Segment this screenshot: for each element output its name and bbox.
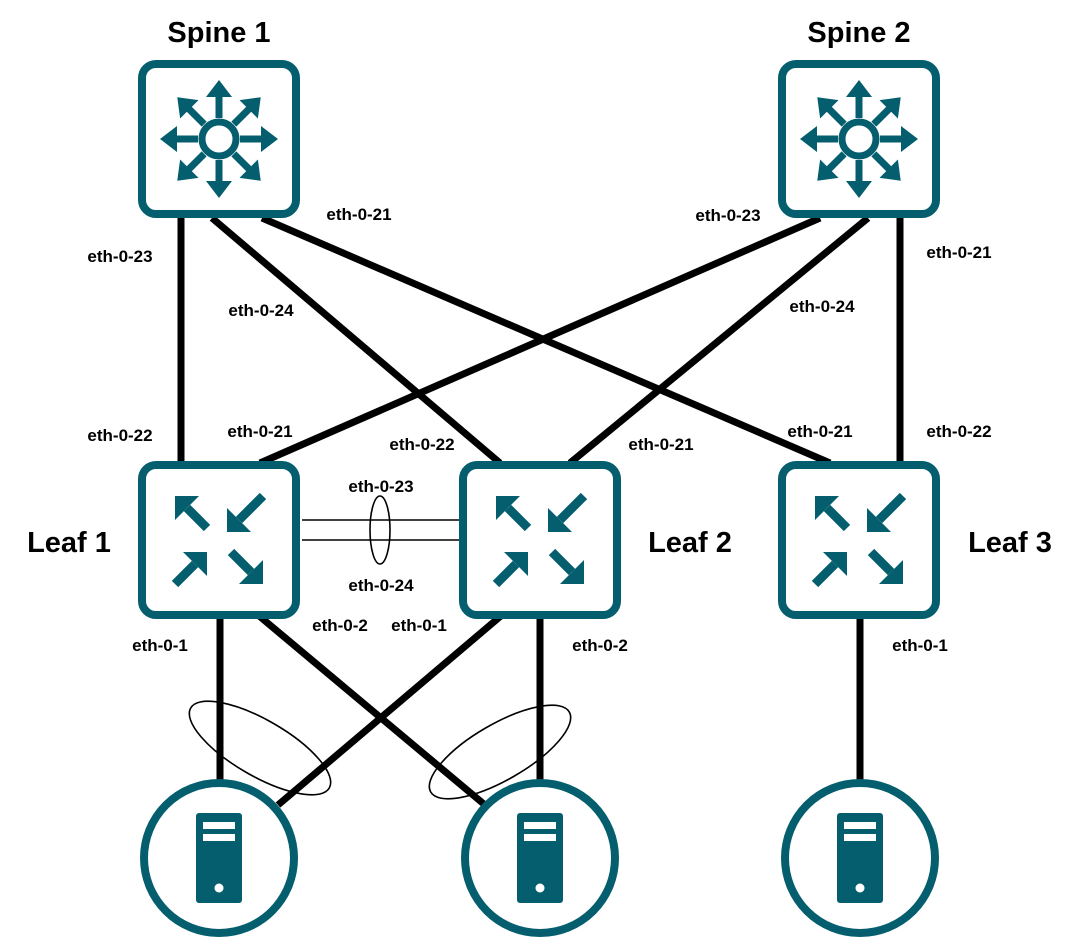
port-label: eth-0-21 (628, 435, 693, 454)
server2-lag-ring (428, 704, 572, 800)
leaf1-switch[interactable] (138, 461, 300, 619)
server-icon (196, 813, 242, 903)
leaf1-label: Leaf 1 (27, 527, 111, 559)
port-label: eth-0-22 (87, 426, 152, 445)
port-label: eth-0-2 (572, 636, 628, 655)
server2[interactable] (461, 779, 619, 937)
port-label: eth-0-21 (326, 205, 391, 224)
port-label: eth-0-21 (787, 422, 852, 441)
spine1-label: Spine 1 (167, 17, 270, 49)
link-spine1-leaf2[interactable] (209, 215, 503, 466)
server3[interactable] (781, 779, 939, 937)
port-label: eth-0-23 (348, 477, 413, 496)
link-leaf1-server2[interactable] (255, 612, 488, 808)
port-label: eth-0-1 (132, 636, 188, 655)
link-spine2-leaf1[interactable] (258, 214, 822, 467)
server1-lag-ring (188, 700, 332, 796)
leaf3-label: Leaf 3 (968, 527, 1052, 559)
port-label: eth-0-21 (227, 422, 292, 441)
leaf2-switch[interactable] (459, 461, 621, 619)
port-label: eth-0-21 (926, 243, 991, 262)
port-label: eth-0-24 (789, 297, 855, 316)
port-label: eth-0-22 (926, 422, 991, 441)
port-label: eth-0-1 (391, 616, 447, 635)
port-label: eth-0-23 (695, 206, 760, 225)
spine2-switch[interactable] (778, 60, 940, 218)
port-label: eth-0-22 (389, 435, 454, 454)
server-icon (517, 813, 563, 903)
port-label: eth-0-24 (348, 576, 414, 595)
link-leaf2-server1[interactable] (275, 612, 505, 808)
port-label: eth-0-2 (312, 616, 368, 635)
spine1-switch[interactable] (138, 60, 300, 218)
leaf3-switch[interactable] (778, 461, 940, 619)
spine2-label: Spine 2 (807, 17, 910, 49)
server-icon (837, 813, 883, 903)
server1[interactable] (140, 779, 298, 937)
links-layer (177, 214, 904, 808)
leaf2-label: Leaf 2 (648, 527, 732, 559)
link-spine2-leaf2[interactable] (567, 215, 871, 466)
peer-link-lag-ring (369, 495, 391, 565)
port-label: eth-0-23 (87, 247, 152, 266)
port-label: eth-0-24 (228, 301, 294, 320)
port-label: eth-0-1 (892, 636, 948, 655)
